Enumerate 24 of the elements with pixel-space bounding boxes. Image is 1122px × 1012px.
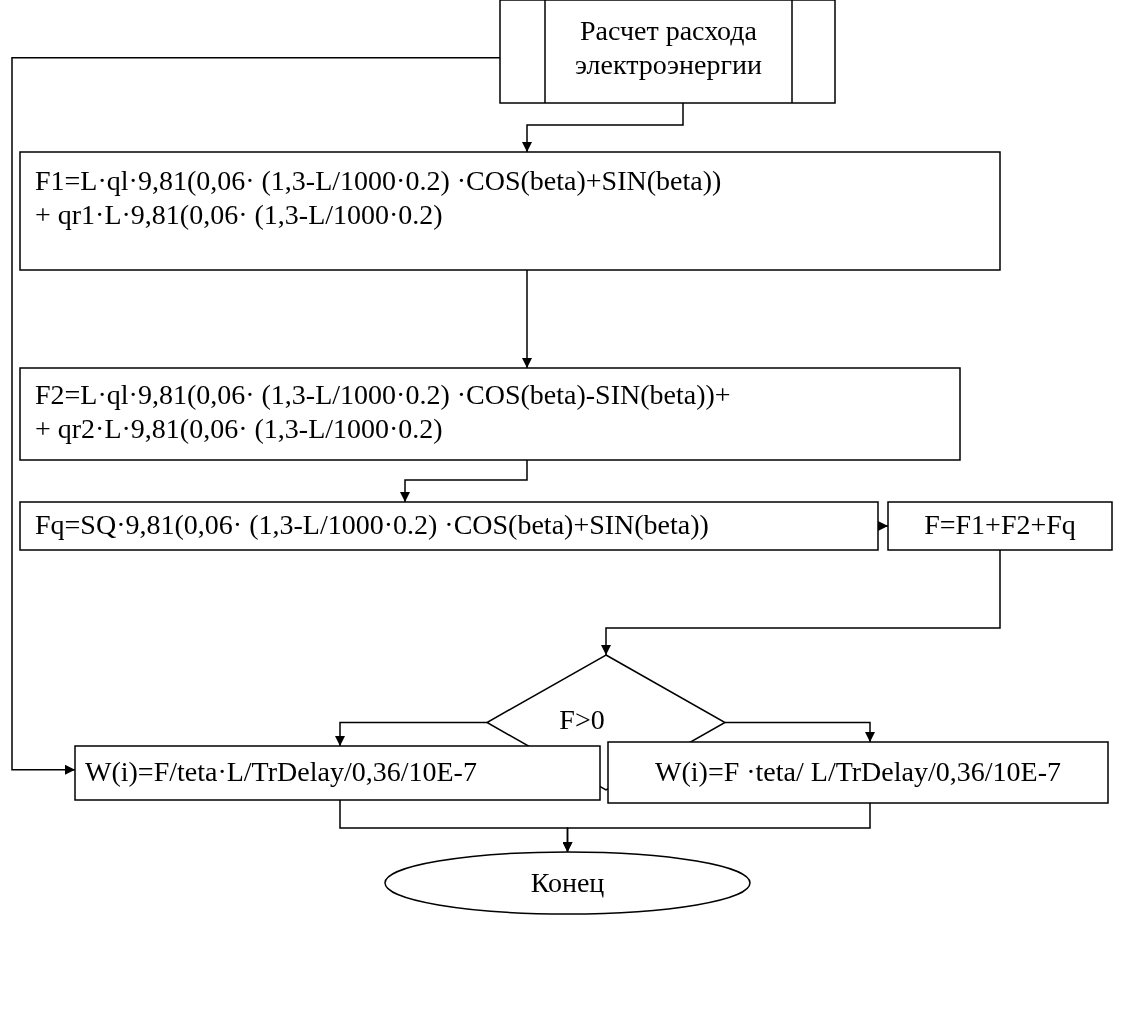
condition-text: F>0 <box>558 703 606 737</box>
process-box <box>20 152 1000 270</box>
node-text: W(i)=F/teta·L/TrDelay/0,36/10E-7 <box>85 755 478 789</box>
node-text: Fq=SQ·9,81(0,06· (1,3-L/1000·0.2) ·COS(beta)+SIN(beta)) <box>35 508 710 542</box>
node-text: W(i)=F ·teta/ L/TrDelay/0,36/10E-7 <box>654 755 1062 789</box>
process-box <box>608 742 1108 803</box>
node-text: Конец <box>529 866 606 900</box>
arrow <box>522 269 532 369</box>
arrow <box>400 459 528 503</box>
node-text: F2=L·ql·9,81(0,06· (1,3-L/1000·0.2) ·COS(beta)-SIN(beta))+ + qr2·L·9,81(0,06· (1,3-L/1000·0.2) <box>35 378 732 446</box>
process-box <box>75 746 600 800</box>
node-text: F1=L·ql·9,81(0,06· (1,3-L/1000·0.2) ·COS(beta)+SIN(beta)) + qr1·L·9,81(0,06· (1,3-L/1000·0.2) <box>35 164 723 232</box>
arrow <box>11 56 501 775</box>
arrow <box>522 102 684 153</box>
arrow <box>335 721 488 747</box>
arrow <box>601 549 1001 656</box>
arrow <box>724 721 875 743</box>
process-box <box>20 368 960 460</box>
process-box <box>20 502 878 550</box>
node-text: F=F1+F2+Fq <box>923 508 1077 542</box>
process-box <box>888 502 1112 550</box>
node-text: Расчет расхода электроэнергии <box>574 14 763 82</box>
subroutine-box <box>500 0 835 103</box>
arrow <box>562 802 871 853</box>
